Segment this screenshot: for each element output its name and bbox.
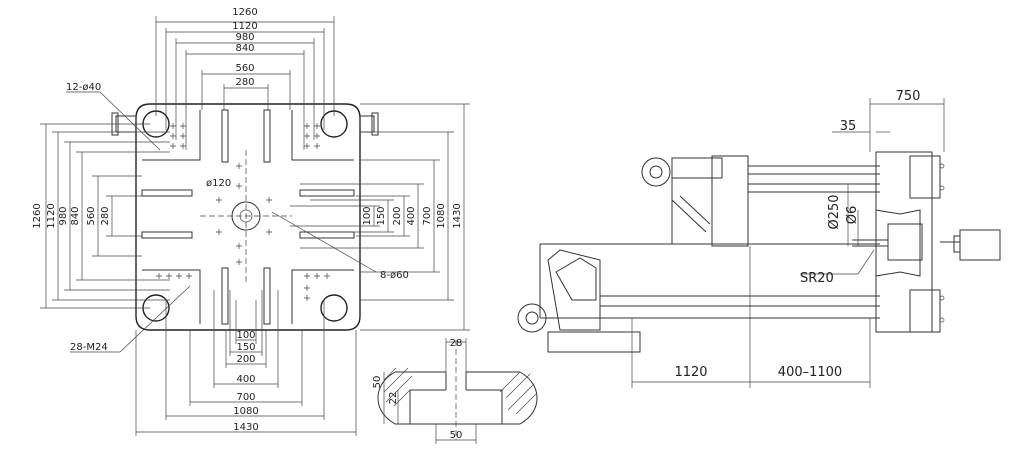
dim-stroke-top: 750 [896, 89, 921, 104]
dim-bottom-4: 400 [236, 374, 255, 385]
dim-top-4: 840 [235, 43, 254, 54]
dim-top-6: 280 [235, 77, 254, 88]
dim-left-4: 840 [70, 206, 81, 225]
t-slot [221, 109, 229, 163]
label-nozzle-radius: SR20 [800, 271, 834, 286]
dim-offset: 35 [840, 119, 857, 134]
dim-bottom-right: 400–1100 [778, 365, 842, 380]
toggle-link-pivot [641, 157, 671, 187]
dim-left-6: 280 [100, 206, 111, 225]
platen-outline [135, 103, 361, 331]
injection-unit [959, 229, 1001, 261]
dim-top-1: 1260 [232, 7, 257, 18]
dim-right-2: 150 [376, 206, 387, 225]
dim-right-5: 700 [422, 206, 433, 225]
dim-bottom-7: 1430 [233, 422, 258, 433]
dim-left-1: 1260 [32, 203, 43, 228]
dim-bottom-3: 200 [236, 354, 255, 365]
dim-bottom-2: 150 [236, 342, 255, 353]
dim-left-3: 980 [58, 206, 69, 225]
label-ejector-holes: 8-ø60 [380, 270, 409, 281]
toggle-pivot [517, 303, 547, 333]
fixed-platen [875, 151, 933, 333]
dim-top-3: 980 [235, 32, 254, 43]
dim-right-4: 400 [406, 206, 417, 225]
dim-top-2: 1120 [232, 21, 257, 32]
dim-nozzle-diameter: Ø250 [827, 194, 842, 229]
dim-right-7: 1430 [452, 203, 463, 228]
dim-bottom-5: 700 [236, 392, 255, 403]
tslot-height-dim: 50 [372, 376, 383, 389]
tslot-depth-dim: 22 [388, 392, 399, 405]
platen-view: 1260 1120 980 840 560 280 1260 [32, 7, 470, 436]
dim-left-2: 1120 [46, 203, 57, 228]
threaded-holes [156, 123, 330, 301]
dim-bottom-left: 1120 [674, 365, 707, 380]
dim-bottom-6: 1080 [233, 406, 258, 417]
label-threaded-holes: 28-M24 [70, 342, 108, 353]
tslot-bottom-dim: 50 [450, 430, 463, 441]
dim-right-3: 200 [392, 206, 403, 225]
nozzle [887, 223, 923, 261]
t-slot-detail: 28 50 22 50 [372, 338, 538, 444]
dim-left-5: 560 [86, 206, 97, 225]
tslot-top-dim: 28 [450, 338, 463, 349]
label-center-ring: ø120 [206, 178, 231, 189]
dim-right-6: 1080 [436, 203, 447, 228]
dim-right-1: 100 [362, 206, 373, 225]
dim-bottom-1: 100 [236, 330, 255, 341]
tie-bar-hole-br [320, 294, 348, 322]
machine-side-view: 750 35 Ø250 Ø6 SR20 1120 400–1100 [517, 89, 1001, 388]
dim-top-5: 560 [235, 63, 254, 74]
label-bolt-holes: 12-ø40 [66, 82, 101, 93]
dim-nozzle-hole: Ø6 [845, 206, 860, 225]
